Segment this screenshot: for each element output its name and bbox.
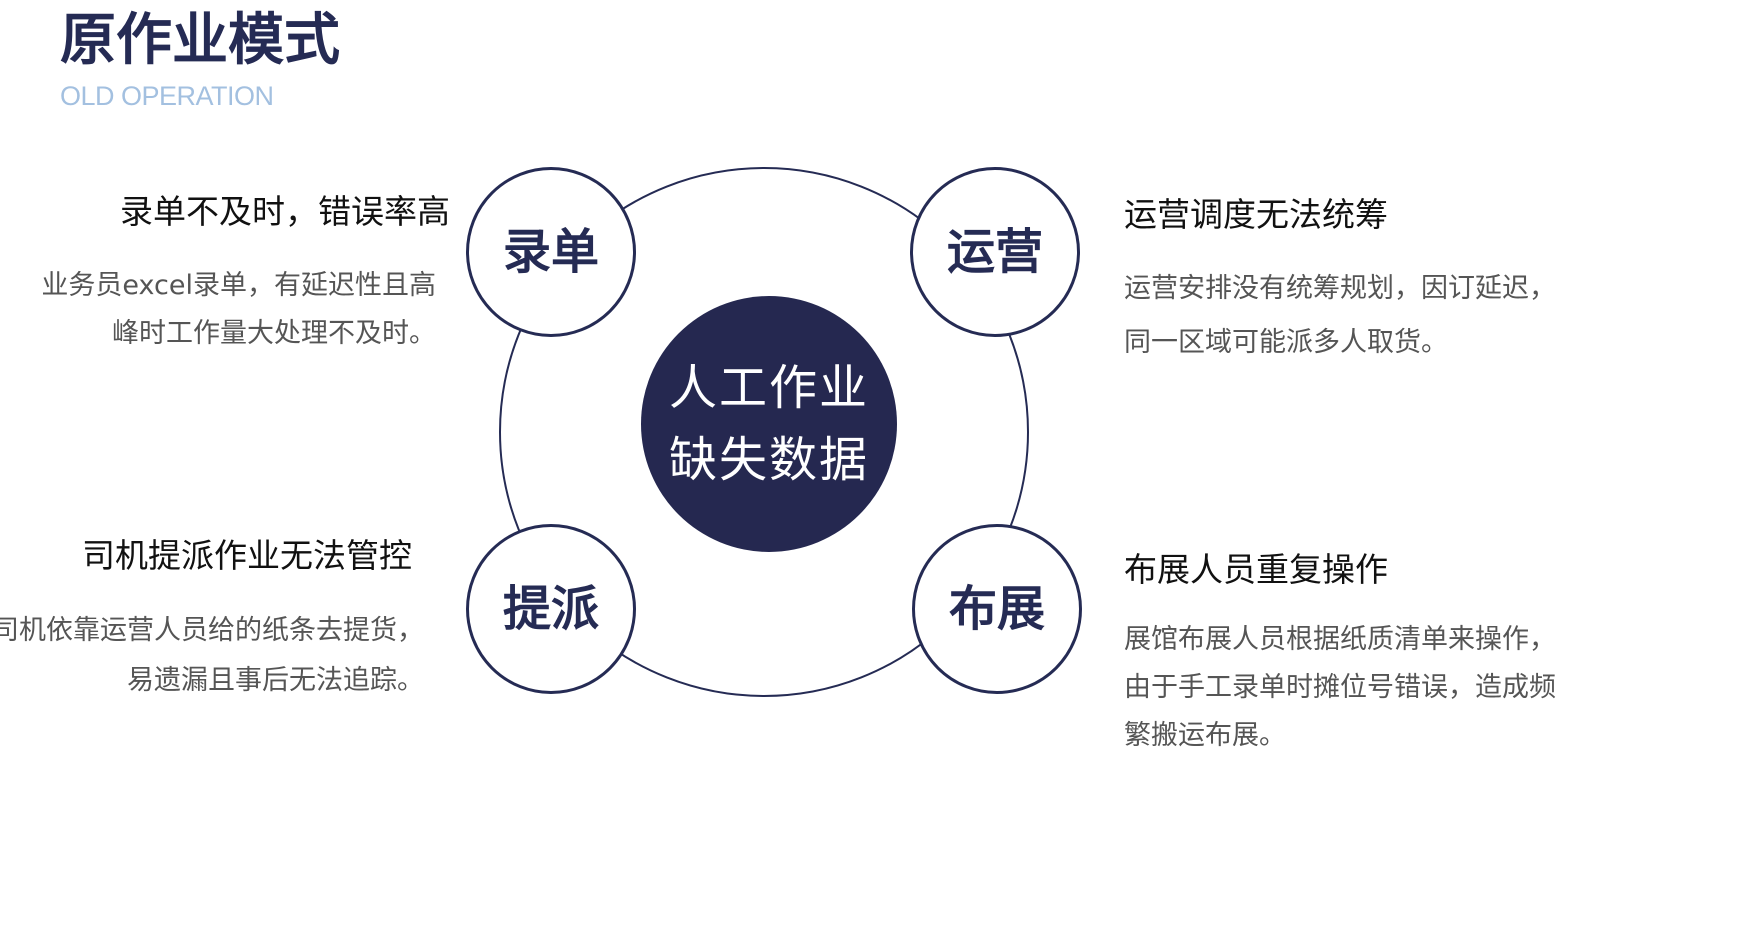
center-disk: 人工作业 缺失数据 — [641, 296, 897, 552]
node-dispatch: 提派 — [466, 524, 636, 694]
dispatch-heading: 司机提派作业无法管控 — [82, 536, 412, 575]
operation-description: 运营安排没有统筹规划，因订延迟， 同一区域可能派多人取货。 — [1124, 262, 1556, 370]
record-desc-line: 业务员excel录单，有延迟性且高 — [41, 270, 436, 301]
dispatch-desc-line: 易遗漏且事后无法追踪。 — [127, 665, 424, 696]
page-subtitle: OLD OPERATION — [60, 81, 274, 111]
node-dispatch-label: 提派 — [502, 581, 599, 637]
dispatch-desc-line: 司机依靠运营人员给的纸条去提货， — [0, 615, 424, 646]
record-heading: 录单不及时，错误率高 — [120, 192, 450, 231]
operation-desc-line: 同一区域可能派多人取货。 — [1124, 327, 1448, 358]
operation-desc-line: 运营安排没有统筹规划，因订延迟， — [1124, 273, 1556, 304]
node-exhibition-label: 布展 — [948, 581, 1045, 637]
node-exhibition: 布展 — [912, 524, 1082, 694]
node-record: 录单 — [466, 167, 636, 337]
page-title: 原作业模式 — [60, 8, 340, 73]
dispatch-description: 司机依靠运营人员给的纸条去提货， 易遗漏且事后无法追踪。 — [0, 606, 424, 706]
exhibition-heading: 布展人员重复操作 — [1124, 550, 1388, 589]
record-description: 业务员excel录单，有延迟性且高 峰时工作量大处理不及时。 — [41, 262, 436, 358]
node-operation-label: 运营 — [946, 224, 1043, 280]
node-record-label: 录单 — [502, 224, 599, 280]
exhibition-desc-line: 展馆布展人员根据纸质清单来操作， — [1124, 624, 1556, 655]
center-line-2: 缺失数据 — [668, 432, 869, 488]
exhibition-desc-line: 由于手工录单时摊位号错误，造成频 — [1124, 672, 1556, 703]
record-desc-line: 峰时工作量大处理不及时。 — [112, 318, 436, 349]
center-line-1: 人工作业 — [668, 360, 869, 416]
exhibition-description: 展馆布展人员根据纸质清单来操作， 由于手工录单时摊位号错误，造成频 繁搬运布展。 — [1124, 616, 1556, 760]
exhibition-desc-line: 繁搬运布展。 — [1124, 720, 1286, 751]
node-operation: 运营 — [910, 167, 1080, 337]
operation-heading: 运营调度无法统筹 — [1124, 195, 1388, 234]
